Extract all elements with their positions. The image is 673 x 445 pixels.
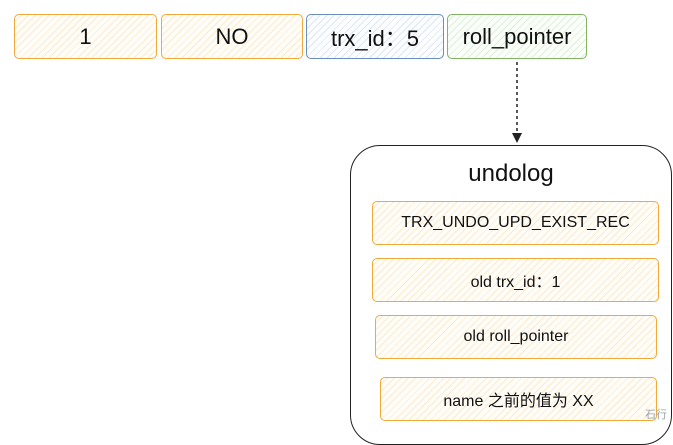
- record-cell-flag: NO: [161, 14, 303, 59]
- pointer-arrow: [512, 62, 522, 143]
- undolog-entry-old-value: name 之前的值为 XX: [380, 377, 657, 421]
- undolog-entry-old-trx-id: old trx_id：1: [372, 258, 659, 302]
- arrow-head: [512, 133, 522, 143]
- record-cell-trx-id: trx_id：5: [306, 14, 444, 59]
- record-cell-value: 1: [14, 14, 157, 59]
- undolog-entry-old-roll-pointer: old roll_pointer: [375, 315, 657, 359]
- watermark: 石行: [645, 409, 667, 421]
- undolog-entry-type: TRX_UNDO_UPD_EXIST_REC: [372, 201, 659, 245]
- undolog-title: undolog: [468, 160, 554, 187]
- record-cell-roll-pointer: roll_pointer: [447, 14, 587, 59]
